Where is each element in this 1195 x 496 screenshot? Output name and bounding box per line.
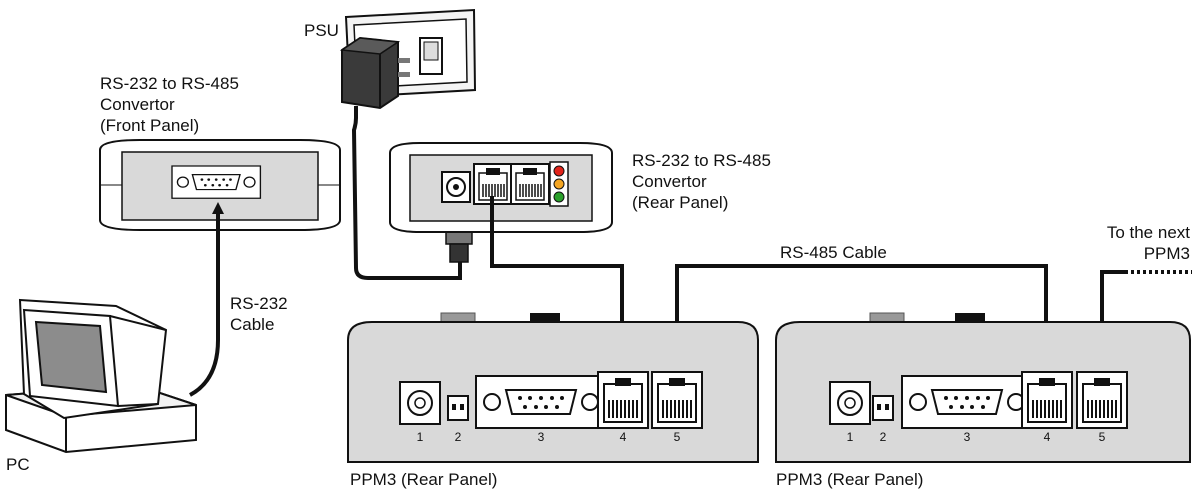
psu-cable [351,106,462,280]
port-number-5-right: 5 [1099,430,1106,444]
convertor-rear-label-line3: (Rear Panel) [632,193,729,212]
next-ppm3-label-line1: To the next [1106,223,1190,242]
ppm3-rear-panel-left [347,312,759,463]
rs232-arrow-icon [212,202,224,214]
port-number-3-left: 3 [538,430,545,444]
convertor-front-panel [99,139,341,231]
port-number-4-left: 4 [620,430,627,444]
convertor-front-label-line3: (Front Panel) [100,116,200,135]
led-red-icon [553,165,565,177]
port-number-3-right: 3 [964,430,971,444]
port-number-2-left: 2 [455,430,462,444]
port-numbers: 1 2 3 4 5 1 2 3 4 5 [417,430,1106,444]
port-number-5-left: 5 [674,430,681,444]
convertor-rear-panel [389,142,613,233]
convertor-rear-label-line1: RS-232 to RS-485 [632,151,771,170]
pc [5,298,197,454]
port-number-1-left: 1 [417,430,424,444]
convertor-front-label-line1: RS-232 to RS-485 [100,74,239,93]
led-amber-icon [553,178,565,190]
pc-label: PC [6,455,30,474]
convertor-front-label-line2: Convertor [100,95,175,114]
port-number-2-right: 2 [880,430,887,444]
convertor-front-label: RS-232 to RS-485 Convertor (Front Panel) [100,73,239,136]
next-ppm3-label: To the next PPM3 [1072,222,1190,264]
convertor-rear-label-line2: Convertor [632,172,707,191]
psu-label: PSU [304,21,339,40]
next-ppm3-label-line2: PPM3 [1143,244,1190,263]
ppm3-rear-panel-right [775,312,1191,463]
ppm3-left-label: PPM3 (Rear Panel) [350,470,498,489]
rs232-cable-label: RS-232 Cable [230,293,288,335]
rs485-cable-label: RS-485 Cable [780,243,887,262]
port-number-1-right: 1 [847,430,854,444]
rs232-cable [189,212,220,397]
led-green-icon [553,191,565,203]
rs232-cable-label-line2: Cable [230,315,275,334]
ppm3-right-label: PPM3 (Rear Panel) [776,470,924,489]
convertor-rear-label: RS-232 to RS-485 Convertor (Rear Panel) [632,150,771,213]
psu-plug [339,36,410,110]
port-number-4-right: 4 [1044,430,1051,444]
rs232-cable-label-line1: RS-232 [230,294,288,313]
